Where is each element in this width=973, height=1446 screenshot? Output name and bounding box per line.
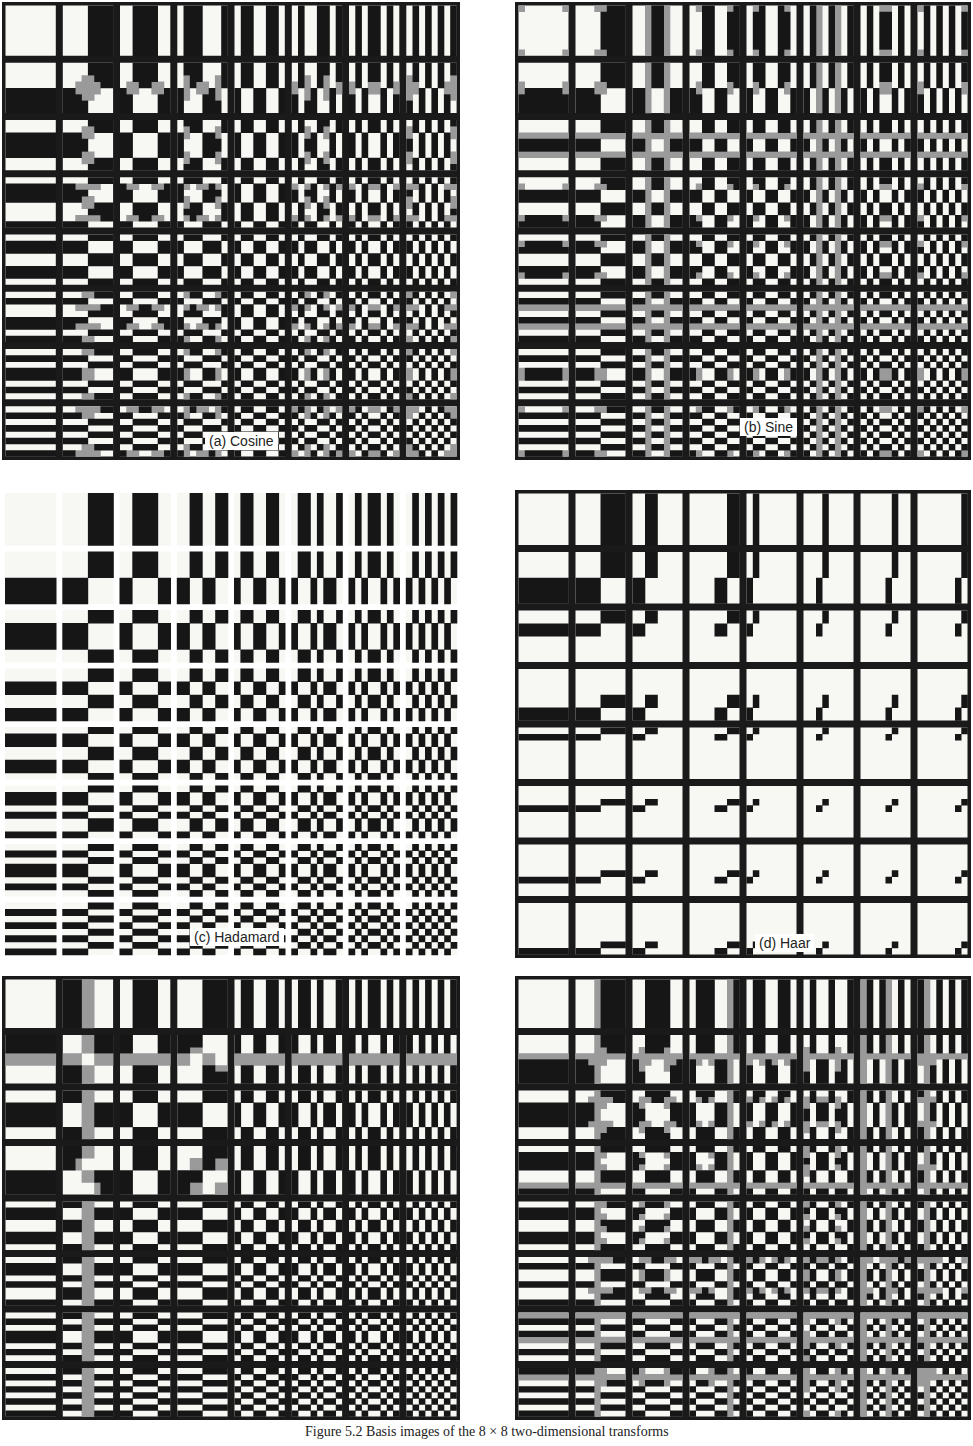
- basis-image-cell: [519, 6, 968, 457]
- transform-panel: [2, 2, 460, 460]
- basis-image-cell: [5, 493, 457, 955]
- basis-image-cell: [6, 6, 457, 457]
- panel-ground: [515, 2, 971, 460]
- basis-image-cell: [519, 494, 968, 955]
- panel-label: (b) Sine: [740, 418, 797, 436]
- transform-panel: [515, 490, 971, 958]
- basis-image-dark: [6, 980, 457, 1417]
- basis-image-cell: [6, 980, 457, 1417]
- panel-ground: [2, 976, 460, 1420]
- panel-label: (d) Haar: [755, 934, 814, 952]
- panel-label: (c) Hadamard: [190, 928, 284, 946]
- panel-ground: [515, 976, 971, 1420]
- transform-panel: [515, 2, 971, 460]
- transform-panel: [2, 976, 460, 1420]
- basis-image-dark: [519, 980, 968, 1417]
- basis-image-dark: [6, 6, 457, 457]
- basis-image-gray: [6, 980, 457, 1417]
- basis-image-gray: [519, 6, 968, 457]
- transform-panel: [2, 490, 460, 958]
- panel-ground: [2, 2, 460, 460]
- basis-image-dark: [5, 493, 457, 955]
- figure-caption: Figure 5.2 Basis images of the 8 × 8 two…: [299, 1423, 675, 1441]
- panel-label: (a) Cosine: [205, 432, 278, 450]
- basis-image-cell: [519, 980, 968, 1417]
- panel-ground: [2, 490, 460, 958]
- basis-image-dark: [519, 6, 968, 457]
- transform-panel: [515, 976, 971, 1420]
- basis-image-dark: [519, 494, 968, 955]
- panel-ground: [515, 490, 971, 958]
- basis-image-gray: [519, 980, 968, 1417]
